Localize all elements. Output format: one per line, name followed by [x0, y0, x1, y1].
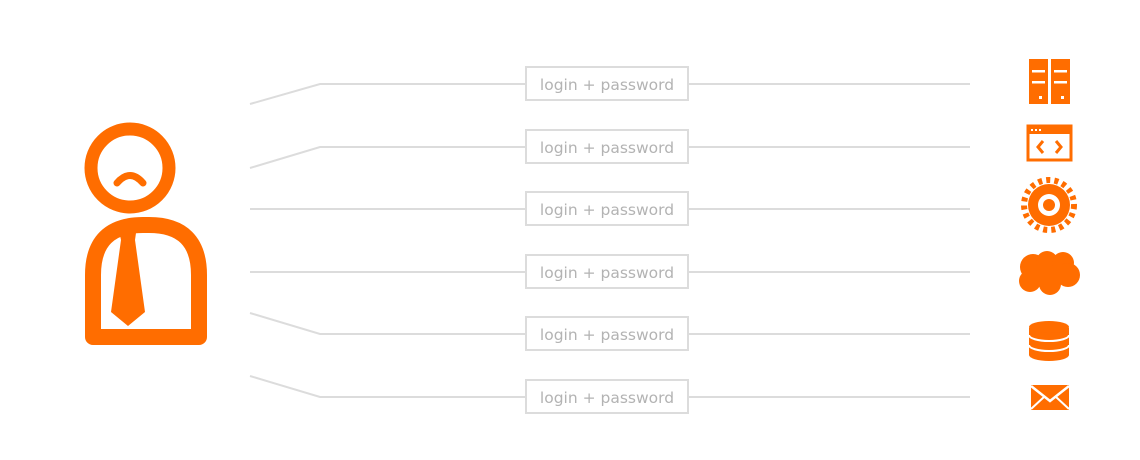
database-icon — [1028, 321, 1070, 361]
credential-label: login + password — [540, 264, 674, 282]
connector-row: login + password — [250, 254, 970, 289]
connector-row: login + password — [250, 191, 970, 226]
credential-label: login + password — [540, 201, 674, 219]
credential-label: login + password — [540, 139, 674, 157]
credential-label: login + password — [540, 326, 674, 344]
user-head — [84, 122, 176, 214]
gear-icon — [1021, 177, 1077, 233]
cloud-icon — [1019, 251, 1080, 295]
credential-box — [525, 191, 689, 226]
envelope-icon — [1030, 385, 1070, 410]
connector-line — [249, 146, 970, 169]
connector-row: login + password — [249, 129, 970, 169]
web-code-window-icon — [1026, 124, 1073, 162]
credential-box — [525, 379, 689, 414]
connector-row: login + password — [249, 375, 970, 414]
businessman-user-icon — [84, 122, 207, 345]
user-body — [85, 217, 207, 345]
user-mouth — [113, 172, 147, 187]
connector-line — [249, 375, 970, 398]
credential-label: login + password — [540, 389, 674, 407]
server-rack-icon — [1029, 59, 1070, 104]
credential-box — [525, 254, 689, 289]
credential-box — [525, 66, 689, 101]
credential-box — [525, 316, 689, 351]
credential-box — [525, 129, 689, 164]
credential-label: login + password — [540, 76, 674, 94]
connector-row: login + password — [249, 66, 970, 105]
user-tie — [111, 226, 145, 326]
connector-row: login + password — [249, 312, 970, 351]
connector-line — [249, 312, 970, 335]
connector-line — [249, 83, 970, 105]
